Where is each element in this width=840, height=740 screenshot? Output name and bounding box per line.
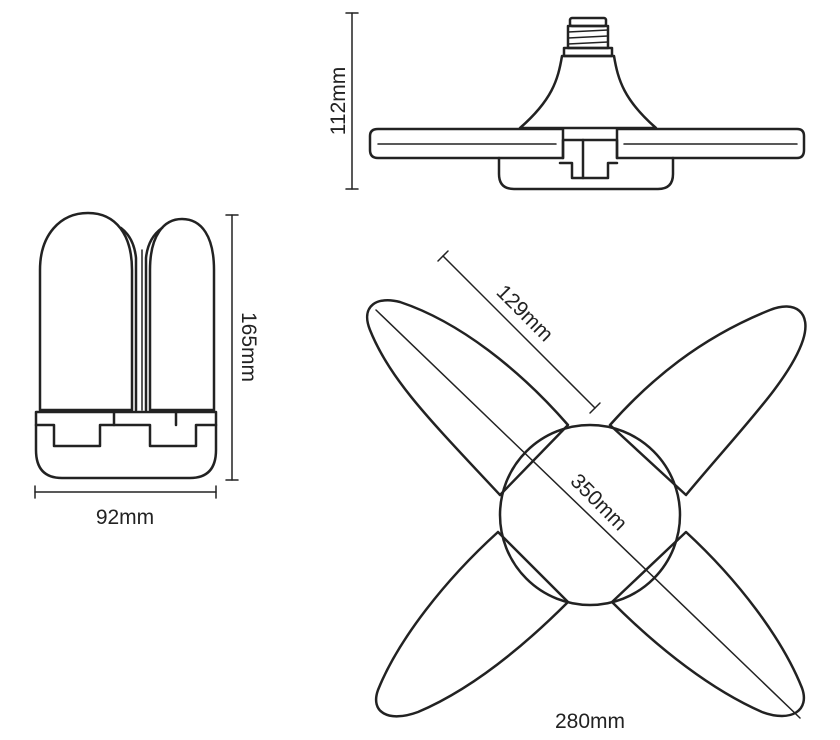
folded-left-wing [38, 211, 134, 412]
folded-view-lamp [34, 211, 218, 480]
blade-length-label: 129mm [492, 281, 558, 347]
folded-housing [34, 410, 218, 480]
top-view-lamp [365, 298, 807, 718]
top-blade-lower-left [375, 530, 570, 718]
side-height-label: 112mm [327, 67, 350, 135]
top-center-disk [498, 423, 682, 607]
side-height-dimension: 112mm [327, 12, 359, 190]
top-blade-upper-right [608, 305, 807, 497]
top-blade-lower-right [610, 530, 805, 718]
screw-base [562, 16, 614, 58]
folded-right-wing [148, 217, 216, 412]
folded-height-label: 165mm [237, 312, 260, 382]
side-left-blade [368, 127, 565, 160]
side-center-housing [497, 156, 675, 191]
diagonal-dimension: 350mm [375, 309, 801, 719]
lamp-body [518, 54, 658, 130]
folded-width-label: 92mm [96, 506, 154, 529]
side-view-lamp [368, 16, 806, 191]
width-label: 280mm [555, 710, 625, 733]
side-right-blade [615, 127, 806, 160]
folded-height-dimension: 165mm [225, 214, 260, 481]
folded-width-dimension: 92mm [34, 485, 217, 529]
top-blade-upper-left [365, 298, 570, 497]
